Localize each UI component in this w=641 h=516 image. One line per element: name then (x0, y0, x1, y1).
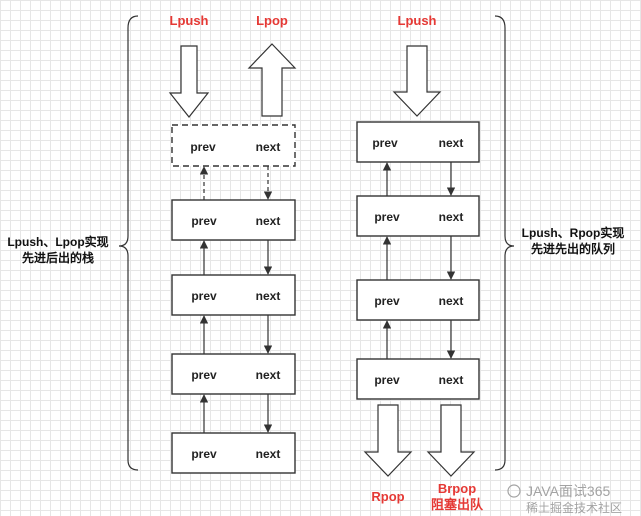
right-lpush-label: Lpush (398, 13, 437, 28)
queue-node-2-box (356, 279, 480, 321)
queue-node-1-next: next (439, 210, 464, 224)
queue-node-1: prev next (356, 195, 480, 237)
stack-node-2-prev: prev (191, 289, 217, 303)
watermark-line2: 稀土掘金技术社区 (526, 500, 622, 515)
stack-node-4-box (171, 432, 296, 474)
stack-node-4: prev next (171, 432, 296, 474)
queue-node-0-prev: prev (372, 136, 398, 150)
right-description-line1: Lpush、Rpop实现 (522, 225, 625, 240)
stack-node-2: prev next (171, 274, 296, 316)
right-brace (494, 15, 515, 471)
stack-node-3: prev next (171, 353, 296, 395)
watermark-logo-icon (507, 484, 521, 498)
stack-node-1-prev: prev (191, 214, 217, 228)
queue-node-1-box (356, 195, 480, 237)
right-description-line2: 先进先出的队列 (531, 241, 615, 256)
queue-node-0-box (356, 121, 480, 163)
left-lpop-label: Lpop (256, 13, 288, 28)
brpop-label: Brpop (438, 481, 476, 496)
left-brace (118, 15, 139, 471)
stack-node-4-next: next (256, 447, 281, 461)
lpush-down-arrow (168, 45, 210, 118)
stack-node-0-box (171, 124, 296, 167)
stack-node-4-prev: prev (191, 447, 217, 461)
queue-node-2-prev: prev (374, 294, 400, 308)
stack-node-3-next: next (256, 368, 281, 382)
brpop-down-arrow (426, 404, 476, 477)
queue-node-3-prev: prev (374, 373, 400, 387)
left-description-line1: Lpush、Lpop实现 (7, 234, 108, 249)
queue-node-0: prev next (356, 121, 480, 163)
stack-node-2-next: next (256, 289, 281, 303)
stack-node-0-prev: prev (190, 140, 216, 154)
watermark-line1: JAVA面试365 (526, 483, 611, 499)
stack-node-1-box (171, 199, 296, 241)
stack-node-0-next: next (256, 140, 281, 154)
stack-node-3-prev: prev (191, 368, 217, 382)
queue-node-3-box (356, 358, 480, 400)
stack-node-1-next: next (256, 214, 281, 228)
stack-node-1: prev next (171, 199, 296, 241)
lpop-up-arrow (247, 43, 297, 117)
queue-node-2-next: next (439, 294, 464, 308)
stack-node-0: prev next (171, 124, 296, 167)
left-description-line2: 先进后出的栈 (22, 250, 94, 265)
rpop-label: Rpop (371, 489, 404, 504)
queue-node-2: prev next (356, 279, 480, 321)
stack-node-3-box (171, 353, 296, 395)
rpop-down-arrow (363, 404, 413, 477)
queue-node-1-prev: prev (374, 210, 400, 224)
watermark: JAVA面试365 稀土掘金技术社区 (507, 483, 622, 515)
stack-node-2-box (171, 274, 296, 316)
left-lpush-label: Lpush (170, 13, 209, 28)
brpop-subtitle: 阻塞出队 (431, 497, 484, 512)
queue-node-3-next: next (439, 373, 464, 387)
queue-lpush-down-arrow (392, 45, 442, 117)
queue-node-0-next: next (439, 136, 464, 150)
queue-node-3: prev next (356, 358, 480, 400)
